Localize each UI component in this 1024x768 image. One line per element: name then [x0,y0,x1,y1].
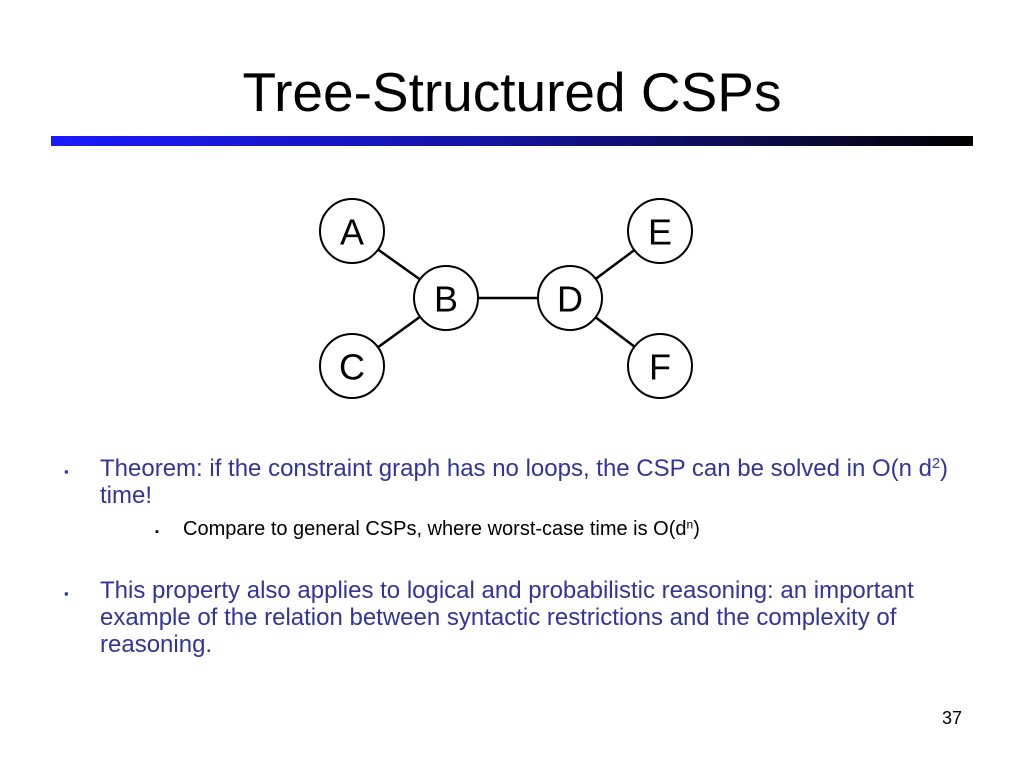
node-circle [319,198,385,264]
bullet-theorem-tail: ) time! [100,455,949,509]
page-number: 37 [941,708,962,728]
slide-title: Tree-Structured CSPs [242,61,782,123]
node-label: F [649,347,671,388]
node-b: B [413,265,479,331]
constraint-graph: A B C D E F [319,198,693,399]
sub-bullet-compare: ▪ Compare to general CSPs, where worst-c… [100,517,962,541]
node-label: E [648,212,672,253]
node-circle [627,198,693,264]
bullet-list: ▪ Theorem: if the constraint graph has n… [62,455,962,658]
node-f: F [627,333,693,399]
sub-bullet-compare-tail: ) [693,518,700,540]
node-d: D [537,265,603,331]
node-a: A [319,198,385,264]
node-circle [627,333,693,399]
sub-bullet-marker: ▪ [155,526,159,538]
sub-bullet-compare-text: Compare to general CSPs, where worst-cas… [183,518,687,540]
node-circle [319,333,385,399]
node-e: E [627,198,693,264]
bullet-theorem-exponent: 2 [932,456,941,473]
sub-bullet-compare-exponent: n [686,517,694,532]
node-circle [413,265,479,331]
bullet-marker: ▪ [64,464,69,479]
bullet-property: ▪ This property also applies to logical … [62,577,962,658]
bullet-theorem-text: Theorem: if the constraint graph has no … [100,455,933,482]
node-label: A [340,212,364,253]
node-label: C [339,347,365,388]
node-label: B [434,279,458,320]
node-c: C [319,333,385,399]
bullet-theorem: ▪ Theorem: if the constraint graph has n… [62,455,962,541]
bullet-marker: ▪ [64,586,69,601]
node-circle [537,265,603,331]
title-underline-rule [51,136,973,146]
node-label: D [557,279,583,320]
bullet-property-text: This property also applies to logical an… [100,577,914,658]
